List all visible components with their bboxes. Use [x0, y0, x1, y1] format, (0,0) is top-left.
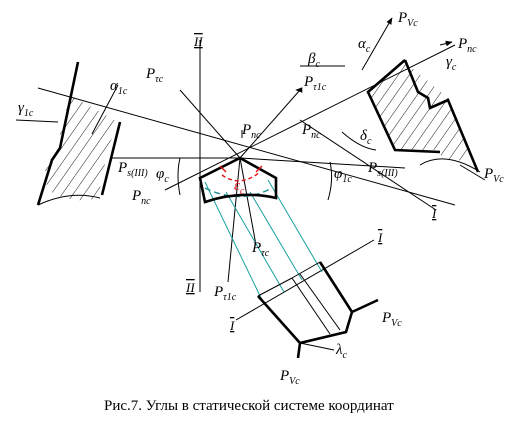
label-P-nc-top: Pnc: [457, 36, 477, 55]
Pnc-top-arrow: [439, 40, 453, 47]
axis-I-bottom-line: [235, 239, 375, 321]
line-tau1c-down: [227, 157, 241, 283]
right-section-bottom: [419, 158, 481, 173]
axis-I-bottom-label: I: [229, 318, 235, 333]
right-tool-section: [366, 59, 481, 173]
projection-lines: [204, 179, 323, 301]
axis-I-right-line: [299, 119, 437, 211]
axis-II-bottom-label: II: [185, 280, 195, 295]
line-tauc-down: [239, 157, 257, 246]
Pvc-right-arrow: [459, 164, 486, 181]
label-P-vc-top: PVc: [397, 10, 418, 29]
label-P-nc-left: Pnc: [131, 188, 151, 207]
teal-line-3: [249, 191, 303, 281]
center-tool-outline: [198, 156, 278, 204]
label-alpha-1c: α1c: [110, 78, 128, 97]
label-P-tauc-top: Pτc: [145, 66, 164, 85]
label-alpha-c: αc: [358, 36, 371, 55]
label-lambda-c: λc: [335, 342, 348, 361]
dashed-arc: [204, 187, 273, 198]
epsilon-arrow-left: [219, 165, 227, 173]
figure-caption: Рис.7. Углы в статической системе коорди…: [104, 398, 394, 414]
teal-line-2: [225, 191, 285, 293]
line-tau1c: [239, 89, 301, 159]
label-phi-c: φc: [156, 166, 169, 185]
axis-I-mid-label: I: [377, 230, 383, 245]
label-delta-c: δc: [360, 128, 372, 147]
center-tool-tip: [198, 156, 278, 204]
label-P-vc-mid: PVc: [381, 310, 402, 329]
left-section-outline: [36, 61, 80, 206]
right-section-top-edge: [403, 59, 480, 173]
epsilon-arc: [221, 171, 261, 182]
line-tauc: [179, 89, 241, 159]
bottom-section-inner: [291, 277, 331, 335]
epsilon-arrow-right: [255, 165, 263, 173]
leaders: [15, 17, 486, 201]
label-P-nc-center: Pnc: [241, 122, 261, 141]
left-section-bottom: [37, 194, 101, 206]
gamma1c-leader: [15, 119, 59, 123]
label-P-tau1c-top: Pτ1c: [303, 74, 327, 93]
main-cutting-edge-line: [37, 87, 456, 206]
right-section-outline: [366, 59, 441, 154]
label-epsilon-c: εc: [234, 178, 245, 197]
label-gamma-c: γc: [446, 54, 457, 73]
bottom-tool-section: [257, 261, 379, 359]
phi-c-arc: [177, 157, 181, 196]
bottom-section-inner-2: [299, 273, 341, 331]
left-section-right-edge: [100, 121, 122, 196]
axis-I-right-label: I: [431, 206, 437, 221]
right-section-fill: [368, 62, 472, 161]
left-section-fill: [45, 95, 119, 201]
left-tool-section: [36, 61, 122, 206]
label-gamma-1c: γ1c: [18, 100, 34, 119]
label-P-vc-bottom: PVc: [279, 368, 300, 387]
line-Ps-right: [239, 157, 406, 169]
axis-II-top-label: II: [193, 34, 203, 49]
construction-lines: [37, 40, 456, 321]
label-P-nc-right: Pnc: [301, 122, 321, 141]
lambda-line: [299, 342, 335, 351]
Pvc-mid-line: [351, 298, 379, 314]
left-alpha-line: [91, 84, 119, 135]
label-P-s3-right: Ps(III): [367, 160, 398, 179]
bottom-section-outline: [257, 261, 354, 345]
label-beta-c: βc: [307, 51, 320, 70]
Pvc-top-arrow: [361, 17, 393, 71]
label-P-tauc-bottom: Pτc: [251, 240, 270, 259]
teal-line-1: [204, 181, 263, 301]
phi-1c-arc: [327, 161, 333, 201]
label-P-s3-left: Ps(III): [117, 160, 148, 179]
label-phi-1c: φ1c: [334, 166, 352, 185]
label-P-tau1c-bottom: Pτ1c: [213, 284, 237, 303]
bottom-section-inner-top: [291, 261, 321, 279]
bottom-section-inner-left: [257, 277, 293, 297]
delta-c-arc: [341, 131, 377, 151]
labels: PVc Pnc αc γc βc Pτ1c α1c Pτc γ1c Pnc Pn…: [18, 10, 504, 387]
label-P-vc-right: PVc: [483, 166, 504, 185]
Pvc-bottom-line: [296, 342, 302, 359]
